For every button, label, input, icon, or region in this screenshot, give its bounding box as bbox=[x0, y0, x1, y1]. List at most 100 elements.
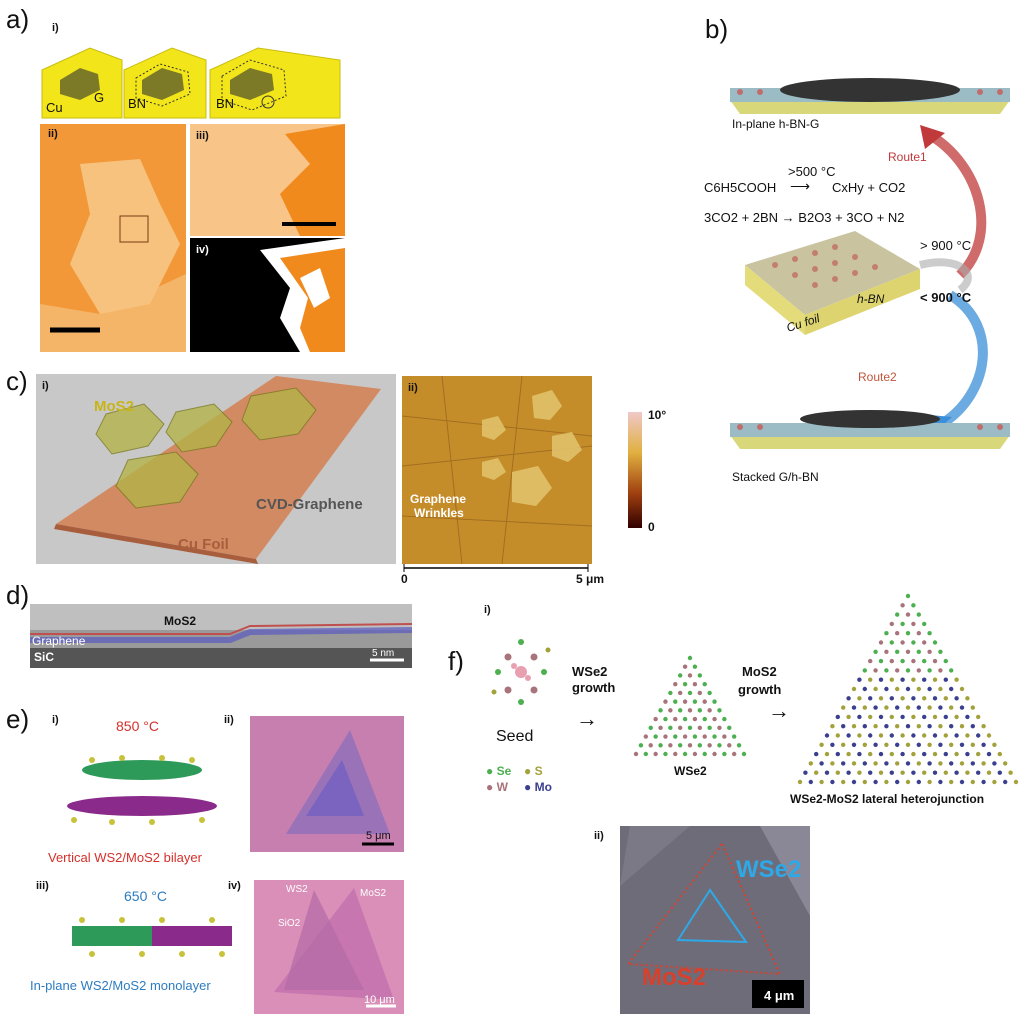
lattice-atom bbox=[736, 743, 742, 748]
lattice-atom bbox=[643, 734, 649, 739]
lattice-atom bbox=[889, 733, 894, 738]
lattice-atom bbox=[862, 761, 867, 766]
lattice-atom bbox=[959, 705, 965, 710]
lattice-atom bbox=[884, 742, 889, 747]
panel-e-ii-image bbox=[250, 716, 404, 852]
arrow-1: → bbox=[576, 706, 598, 731]
lattice-atom bbox=[727, 725, 732, 731]
lattice-atom bbox=[970, 742, 975, 747]
lattice-atom bbox=[900, 677, 905, 682]
lattice-atom bbox=[677, 725, 683, 731]
lattice-atom bbox=[692, 664, 698, 669]
lattice-atom bbox=[682, 664, 688, 669]
lattice-atom bbox=[959, 779, 965, 785]
panel-a-letter: a) bbox=[6, 4, 30, 34]
lattice-atom bbox=[841, 779, 846, 785]
lattice-atom bbox=[857, 770, 862, 775]
lattice-atom bbox=[954, 677, 959, 682]
mos2-growth-1: MoS2 bbox=[742, 664, 777, 679]
lattice-atom bbox=[868, 658, 873, 664]
lattice-atom bbox=[873, 649, 878, 654]
lattice-atom bbox=[687, 690, 693, 696]
lattice-atom bbox=[949, 742, 954, 747]
lattice-atom bbox=[895, 668, 900, 673]
lattice-atom bbox=[841, 761, 846, 766]
lattice-atom bbox=[717, 743, 722, 748]
lattice-atom bbox=[835, 770, 840, 775]
temp-low: < 900 °C bbox=[920, 290, 972, 305]
lattice-atom bbox=[981, 761, 986, 766]
lattice-atom bbox=[687, 708, 693, 713]
lattice-atom bbox=[916, 742, 921, 747]
lattice-atom bbox=[905, 761, 911, 766]
lattice-atom bbox=[992, 779, 997, 785]
lattice-atom bbox=[905, 686, 911, 692]
lattice-atom bbox=[857, 751, 862, 757]
lattice-atom bbox=[943, 751, 948, 757]
lattice-atom bbox=[819, 779, 824, 785]
lattice-atom bbox=[797, 779, 803, 785]
lattice-atom bbox=[727, 743, 732, 748]
lattice-atom bbox=[878, 658, 884, 664]
heterojunction-triangle bbox=[797, 593, 1019, 785]
lattice-atom bbox=[927, 649, 932, 654]
lattice-atom bbox=[895, 612, 900, 617]
lattice-atom bbox=[949, 724, 954, 729]
lattice-atom bbox=[884, 705, 889, 710]
lattice-atom bbox=[878, 640, 884, 645]
panel-d-letter: d) bbox=[6, 580, 30, 610]
mos2-label-c: MoS2 bbox=[94, 398, 135, 415]
lattice-atom bbox=[841, 724, 846, 729]
lattice-atom bbox=[878, 696, 884, 701]
legend-w: ● W bbox=[486, 780, 508, 794]
cu-foil-block-2 bbox=[123, 47, 207, 119]
panel-b-letter: b) bbox=[705, 14, 729, 44]
lattice-atom bbox=[932, 770, 938, 775]
lattice-atom bbox=[643, 751, 649, 757]
lattice-atom bbox=[692, 751, 698, 757]
panel-d-tem bbox=[30, 604, 412, 668]
legend-s: ● S bbox=[524, 764, 543, 778]
lattice-atom bbox=[677, 708, 683, 713]
lattice-atom bbox=[668, 708, 673, 713]
lattice-atom bbox=[884, 631, 889, 636]
lattice-atom bbox=[976, 733, 981, 738]
lattice-atom bbox=[889, 696, 894, 701]
panel-f-ii-label: ii) bbox=[594, 830, 604, 842]
label-g: G bbox=[94, 90, 105, 105]
lattice-atom bbox=[878, 770, 884, 775]
lattice-atom bbox=[851, 742, 857, 747]
lattice-atom bbox=[981, 724, 986, 729]
lattice-atom bbox=[851, 761, 857, 766]
lattice-atom bbox=[835, 733, 840, 738]
lattice-atom bbox=[895, 742, 900, 747]
lattice-atom bbox=[938, 686, 943, 692]
lattice-atom bbox=[916, 761, 921, 766]
lattice-atom bbox=[954, 714, 959, 720]
panel-e-iv-image bbox=[254, 880, 404, 1014]
lattice-atom bbox=[911, 603, 916, 608]
lattice-atom bbox=[895, 761, 900, 766]
lattice-atom bbox=[965, 751, 970, 757]
lattice-atom bbox=[970, 761, 975, 766]
legend-mo-text: Mo bbox=[534, 780, 552, 794]
lattice-atom bbox=[911, 677, 916, 682]
lattice-atom bbox=[663, 716, 668, 722]
sic-label: SiC bbox=[34, 650, 55, 664]
lattice-atom bbox=[900, 751, 905, 757]
lattice-atom bbox=[884, 686, 889, 692]
lattice-atom bbox=[922, 696, 927, 701]
cu-foil-label-c: Cu Foil bbox=[178, 536, 229, 553]
lattice-atom bbox=[707, 743, 712, 748]
lattice-atom bbox=[873, 686, 878, 692]
lattice-atom bbox=[648, 743, 653, 748]
lattice-atom bbox=[943, 733, 948, 738]
scale-axis-c bbox=[403, 564, 589, 572]
lattice-atom bbox=[932, 714, 938, 720]
lattice-atom bbox=[905, 742, 911, 747]
lattice-atom bbox=[938, 705, 943, 710]
lattice-atom bbox=[900, 640, 905, 645]
panel-a-iii-label: iii) bbox=[196, 130, 209, 142]
lattice-atom bbox=[922, 733, 927, 738]
lattice-atom bbox=[857, 733, 862, 738]
